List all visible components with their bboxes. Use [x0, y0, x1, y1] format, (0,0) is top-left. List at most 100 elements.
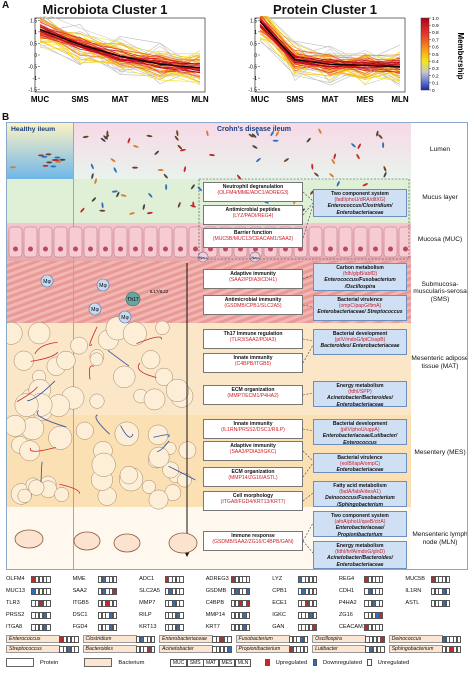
regulation-square — [150, 635, 156, 643]
bacterium — [54, 156, 61, 159]
bacterium — [190, 204, 196, 208]
y-tick-label: -1.5 — [28, 88, 37, 94]
bacterium — [90, 163, 94, 170]
bacterium — [270, 130, 274, 137]
panel-a-letter: A — [2, 0, 10, 11]
gene-name: ECE1 — [272, 600, 287, 606]
bacteria-name: Lutibacter — [312, 645, 367, 653]
connector-arrow — [302, 540, 314, 554]
bacteria-legend-item: Oscillospira — [312, 634, 385, 644]
y-tick-label: -0.5 — [28, 65, 37, 71]
down-swatch — [312, 659, 317, 666]
adipocyte — [148, 446, 170, 468]
bacterium — [255, 130, 259, 137]
regulation-square — [445, 575, 450, 583]
x-tick-label: SMS — [286, 95, 304, 104]
bacteria-box-development-mat: Bacterial development(piIV/mdoG/lptC/ssp… — [313, 329, 407, 355]
bacterium — [163, 173, 168, 179]
gene-name: KRT13 — [139, 624, 157, 630]
neu-cell-1: Neu — [199, 255, 206, 260]
bacterium — [236, 174, 242, 180]
bacterium — [129, 212, 135, 215]
x-tick-label: SMS — [71, 95, 89, 104]
gene-legend-item: CEACAM1 — [339, 622, 402, 632]
cell-nucleus — [163, 246, 168, 252]
adipocyte — [7, 415, 26, 437]
cell-nucleus — [328, 246, 333, 252]
bacterium — [275, 131, 279, 137]
protein-box-immune-response: Immune response(GSDMB/SAA2/ZG16/C4BPB/GA… — [203, 531, 303, 551]
adipocyte — [114, 421, 140, 447]
bacterium — [116, 191, 120, 198]
bacterium — [94, 178, 97, 185]
epithelial-cell — [188, 226, 203, 258]
healthy-lumen — [7, 123, 73, 179]
connector-arrow — [302, 462, 314, 478]
bacterium — [314, 172, 319, 177]
epithelial-cell — [158, 226, 173, 258]
gene-legend-item: MUC5B — [405, 574, 468, 584]
bacterium — [9, 166, 16, 169]
layer-label-mes: Mesentery (MES) — [414, 449, 466, 457]
adipocyte — [54, 487, 70, 502]
bacteria-name: Oscillospira — [312, 635, 367, 643]
bacterium — [113, 167, 117, 173]
bacteria-legend-item: Acinetobacter — [159, 644, 232, 654]
cell-nucleus — [193, 246, 198, 252]
regulation-square — [112, 599, 118, 607]
bacteria-box-virulence-mes: Bacterial virulence(eolB/lapA/ompC)Enter… — [313, 453, 407, 473]
blood-vessel — [36, 410, 67, 428]
bacteria-name: Bacteroides — [82, 645, 137, 653]
colorbar-tick-label: 0 — [432, 88, 435, 94]
unreg-swatch — [367, 659, 372, 666]
bacterium — [252, 145, 258, 149]
adipocyte — [119, 466, 138, 485]
bacterium — [351, 143, 356, 148]
bacterium-key-swatch — [84, 658, 113, 667]
gene-legend-item: CDH1 — [339, 586, 402, 596]
y-tick-label: -1.5 — [248, 88, 257, 94]
regulation-square — [46, 575, 51, 583]
connector-arrow — [302, 428, 314, 432]
bacterium — [148, 192, 153, 198]
adipocyte — [155, 320, 170, 335]
bacterium — [378, 134, 383, 139]
colorbar-tick-label: 0.7 — [432, 37, 439, 43]
epithelial-cell — [128, 226, 143, 258]
gene-legend-item: FGD4 — [73, 622, 136, 632]
bacterium — [42, 164, 49, 167]
bacterium — [174, 135, 179, 141]
gene-name: TLR3 — [6, 600, 20, 606]
regulation-square — [245, 575, 251, 583]
bacterium — [311, 163, 314, 170]
y-tick-label: 0.5 — [250, 41, 257, 47]
connector-arrow — [302, 304, 314, 308]
bacterium — [177, 202, 181, 208]
connector-arrow — [302, 392, 314, 396]
member-line — [259, 19, 401, 70]
epithelial-cell — [383, 226, 398, 258]
bacterium — [177, 144, 183, 150]
gene-name: MUC5B — [405, 576, 426, 582]
bacteria-legend-item: Streptococcus — [6, 644, 79, 654]
gene-name: ITGB5 — [72, 600, 89, 606]
cell-nucleus — [178, 246, 183, 252]
regulation-square — [112, 587, 118, 595]
blood-vessel — [88, 365, 95, 380]
mp-cell-4: Mφ — [121, 315, 129, 321]
bacterium — [318, 128, 322, 134]
bacterium — [333, 153, 337, 160]
bacterium-key-label: Bacterium — [118, 659, 145, 666]
gene-legend-item: MMP7 — [139, 598, 202, 608]
crohn-ileum-label: Crohn's disease ileum — [217, 126, 292, 133]
colorbar-tick-label: 0.8 — [432, 30, 439, 36]
y-tick-label: 0 — [34, 53, 37, 59]
connector-arrow — [302, 204, 314, 239]
protein-box-neutrophil: Neutrophil degranulation(OLFM4/MME/ADC1/… — [203, 182, 303, 202]
bacterium — [100, 137, 106, 142]
gene-name: ADREG3 — [205, 576, 229, 582]
cell-nucleus — [118, 246, 123, 252]
